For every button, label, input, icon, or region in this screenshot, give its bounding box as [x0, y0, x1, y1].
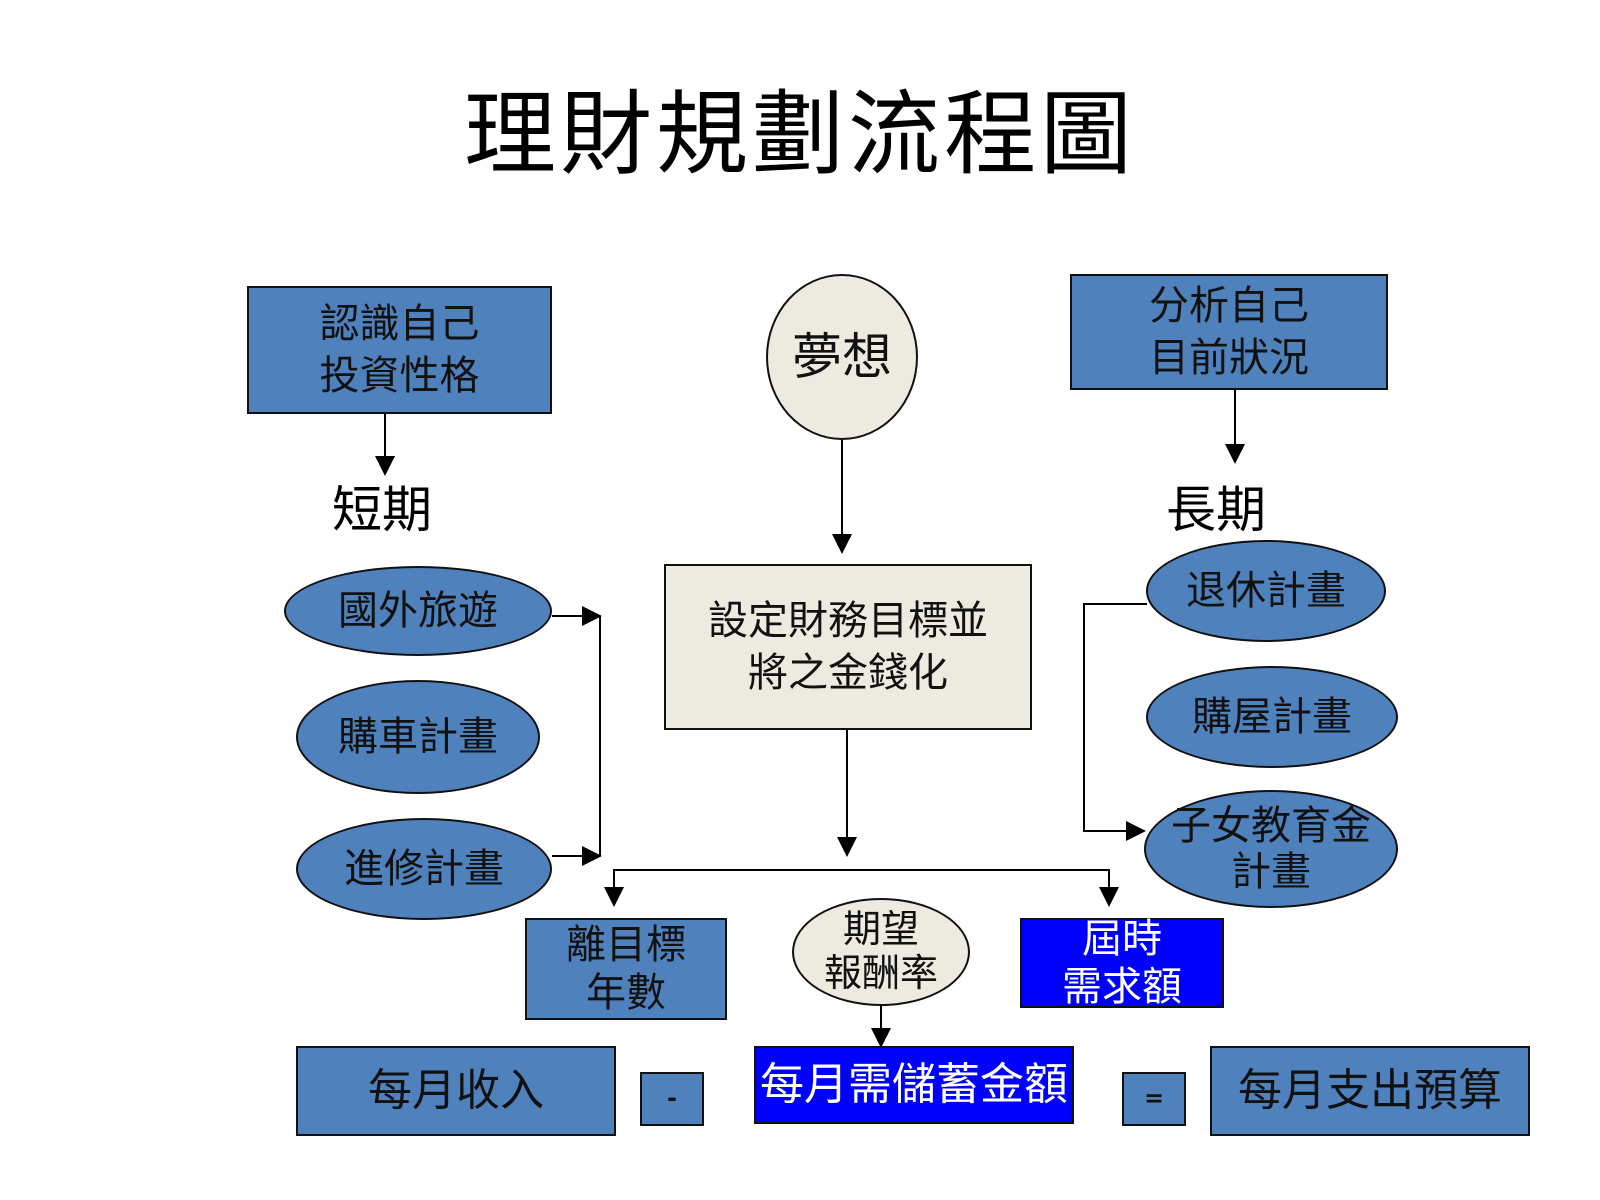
- monthly-saving-box: 每月需儲蓄金額: [754, 1046, 1074, 1124]
- retire-plan-node: 退休計畫: [1146, 540, 1386, 642]
- short-term-label: 短期: [332, 481, 432, 539]
- long-term-label: 長期: [1166, 481, 1266, 539]
- equals-operator: =: [1122, 1072, 1186, 1126]
- know-self-box: 認識自己 投資性格: [247, 286, 552, 414]
- analyze-self-box: 分析自己 目前狀況: [1070, 274, 1388, 390]
- study-plan-node: 進修計畫: [296, 818, 552, 920]
- set-goal-box: 設定財務目標並 將之金錢化: [664, 564, 1032, 730]
- amount-needed-box: 屆時 需求額: [1020, 916, 1224, 1010]
- monthly-budget-box: 每月支出預算: [1210, 1046, 1530, 1136]
- monthly-income-box: 每月收入: [296, 1046, 616, 1136]
- page-title: 理財規劃流程圖: [463, 81, 1136, 188]
- travel-plan-node: 國外旅遊: [284, 566, 552, 656]
- minus-operator: -: [640, 1072, 704, 1126]
- car-plan-node: 購車計畫: [296, 680, 540, 794]
- years-to-goal-box: 離目標 年數: [525, 918, 727, 1020]
- house-plan-node: 購屋計畫: [1146, 666, 1398, 768]
- expected-return-node: 期望 報酬率: [792, 898, 970, 1006]
- dream-node: 夢想: [766, 274, 918, 440]
- education-plan-node: 子女教育金 計畫: [1144, 790, 1398, 908]
- connector-long: [1083, 603, 1147, 841]
